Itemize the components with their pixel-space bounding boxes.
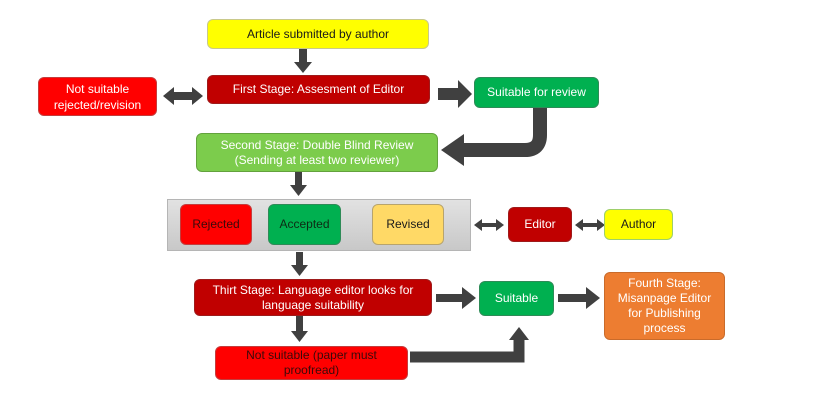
double-arrow-review-outcomes-editor	[474, 219, 504, 231]
node-fourth-stage-line4: process	[643, 321, 686, 335]
node-first-stage-label: First Stage: Assesment of Editor	[232, 82, 405, 96]
node-suitable-for-review: Suitable for review	[474, 77, 599, 108]
arrow-suitable-to-fourth-stage	[558, 287, 600, 309]
node-article-submitted-label: Article submitted by author	[246, 26, 390, 41]
node-not-suitable-rejected: Not suitable rejected/revision	[38, 77, 157, 116]
node-second-stage-line1: Second Stage: Double Blind Review	[220, 137, 414, 152]
node-fourth-stage-line1: Fourth Stage:	[628, 276, 701, 290]
node-third-stage-line1: Thirt Stage: Language editor looks for	[212, 282, 414, 297]
node-rejected-label: Rejected	[192, 217, 240, 231]
arrow-suitable-for-review-to-second-stage	[441, 108, 547, 166]
node-suitable-label: Suitable	[494, 291, 539, 305]
node-third-stage-line2: language suitability	[261, 297, 365, 312]
arrow-third-stage-to-suitable	[436, 287, 476, 309]
node-fourth-stage: Fourth Stage: Misanpage Editor for Publi…	[604, 272, 725, 340]
node-fourth-stage-line3: for Publishing	[628, 306, 701, 320]
node-not-suitable-proofread: Not suitable (paper must proofread)	[215, 346, 408, 380]
node-author: Author	[604, 209, 673, 240]
node-accepted: Accepted	[268, 204, 341, 245]
node-rejected: Rejected	[180, 204, 252, 245]
node-third-stage: Thirt Stage: Language editor looks for l…	[194, 279, 432, 316]
node-not-suitable-proofread-line2: proofread)	[283, 363, 340, 377]
arrow-second-stage-to-review-outcomes	[290, 172, 307, 196]
node-second-stage: Second Stage: Double Blind Review (Sendi…	[196, 133, 438, 172]
arrow-submitted-to-first-stage	[294, 49, 312, 73]
arrow-review-outcomes-to-third-stage	[291, 252, 308, 276]
node-author-label: Author	[620, 217, 657, 231]
node-first-stage: First Stage: Assesment of Editor	[207, 75, 430, 104]
node-editor-label: Editor	[524, 217, 556, 231]
node-fourth-stage-line2: Misanpage Editor	[617, 291, 712, 305]
double-arrow-editor-author	[575, 219, 605, 231]
double-arrow-first-stage-not-suitable	[163, 87, 203, 105]
arrow-third-stage-to-not-suitable	[291, 316, 308, 342]
node-second-stage-line2: (Sending at least two reviewer)	[234, 152, 400, 167]
node-editor: Editor	[508, 207, 572, 242]
node-accepted-label: Accepted	[279, 217, 330, 231]
node-not-suitable-proofread-line1: Not suitable (paper must	[246, 348, 377, 362]
arrow-not-suitable-to-suitable	[410, 327, 529, 363]
node-revised: Revised	[372, 204, 444, 245]
node-article-submitted: Article submitted by author	[207, 19, 429, 49]
node-suitable: Suitable	[479, 281, 554, 316]
arrow-first-stage-to-suitable-for-review	[438, 80, 472, 108]
node-revised-label: Revised	[386, 217, 430, 231]
node-suitable-for-review-label: Suitable for review	[487, 85, 586, 99]
node-not-suitable-rejected-label: Not suitable rejected/revision	[53, 81, 142, 112]
